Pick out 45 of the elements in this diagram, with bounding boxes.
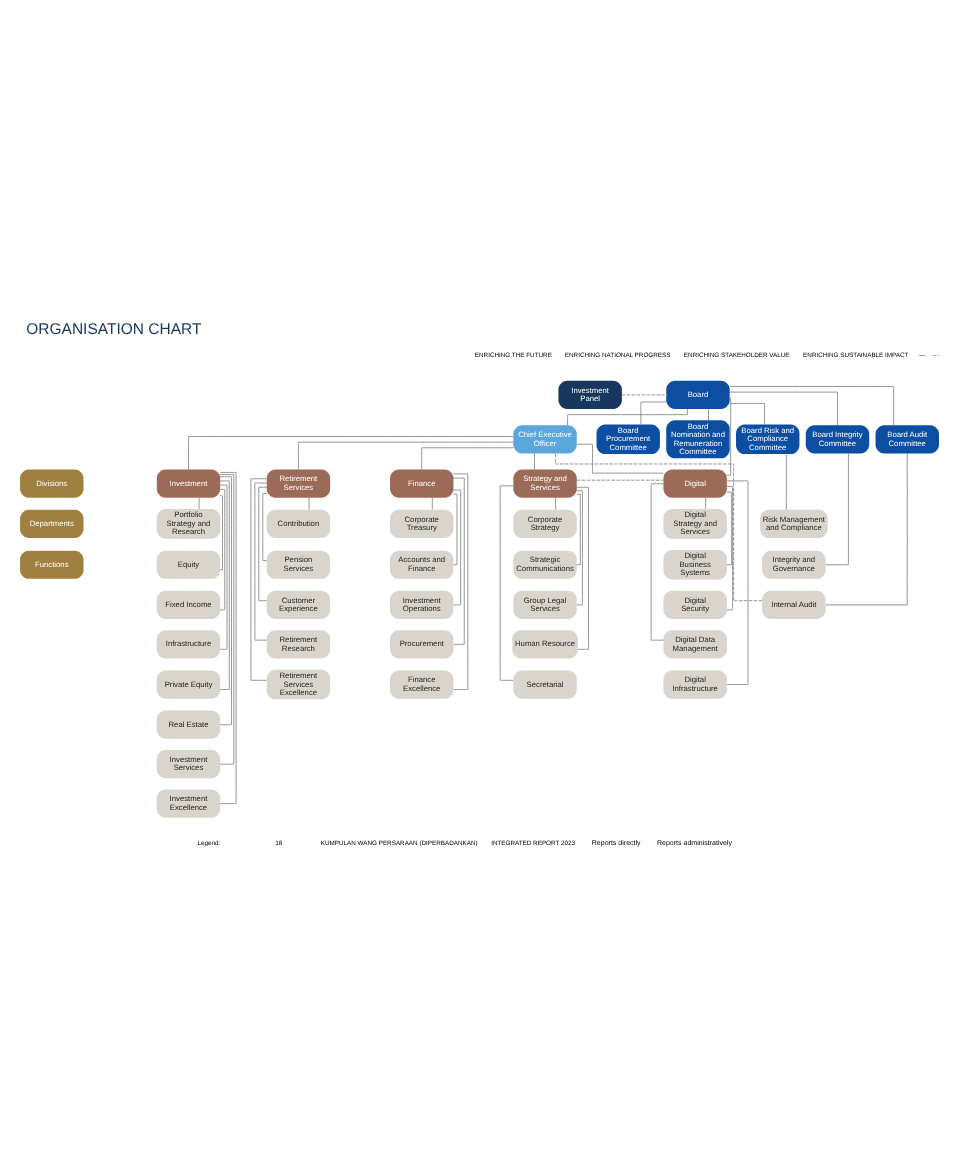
connector (250, 477, 267, 680)
connector (421, 446, 514, 469)
connector (198, 496, 200, 509)
connector (534, 452, 535, 469)
connector (576, 442, 664, 473)
connector (621, 393, 667, 395)
connector (219, 475, 232, 725)
connector (576, 492, 581, 565)
connector (254, 481, 267, 640)
connector (726, 396, 732, 475)
connector (726, 485, 734, 610)
connector (262, 492, 267, 560)
connector (431, 496, 433, 510)
connector (640, 400, 667, 424)
connector (219, 473, 235, 764)
connector (705, 496, 707, 509)
connector (650, 482, 664, 640)
connector (453, 492, 458, 565)
connector (219, 479, 230, 689)
connector (825, 452, 849, 565)
connector (219, 483, 228, 649)
connector (726, 490, 733, 565)
connector (576, 478, 664, 480)
connector (729, 390, 838, 425)
connector (555, 452, 763, 601)
connector (729, 401, 765, 424)
connector (453, 476, 465, 644)
connector (258, 485, 268, 601)
connector (555, 496, 557, 510)
connector (219, 494, 223, 570)
connector (576, 485, 589, 649)
connector (825, 452, 908, 605)
connector (188, 435, 514, 469)
connector (308, 496, 310, 510)
connector (729, 385, 895, 425)
connector (567, 407, 688, 425)
connector (453, 472, 469, 689)
connector (576, 489, 583, 605)
connector (219, 487, 226, 610)
connector (298, 440, 514, 469)
connector (453, 488, 462, 605)
connector (785, 452, 787, 510)
connector (499, 484, 514, 680)
connector (708, 407, 709, 420)
connector (219, 471, 237, 804)
